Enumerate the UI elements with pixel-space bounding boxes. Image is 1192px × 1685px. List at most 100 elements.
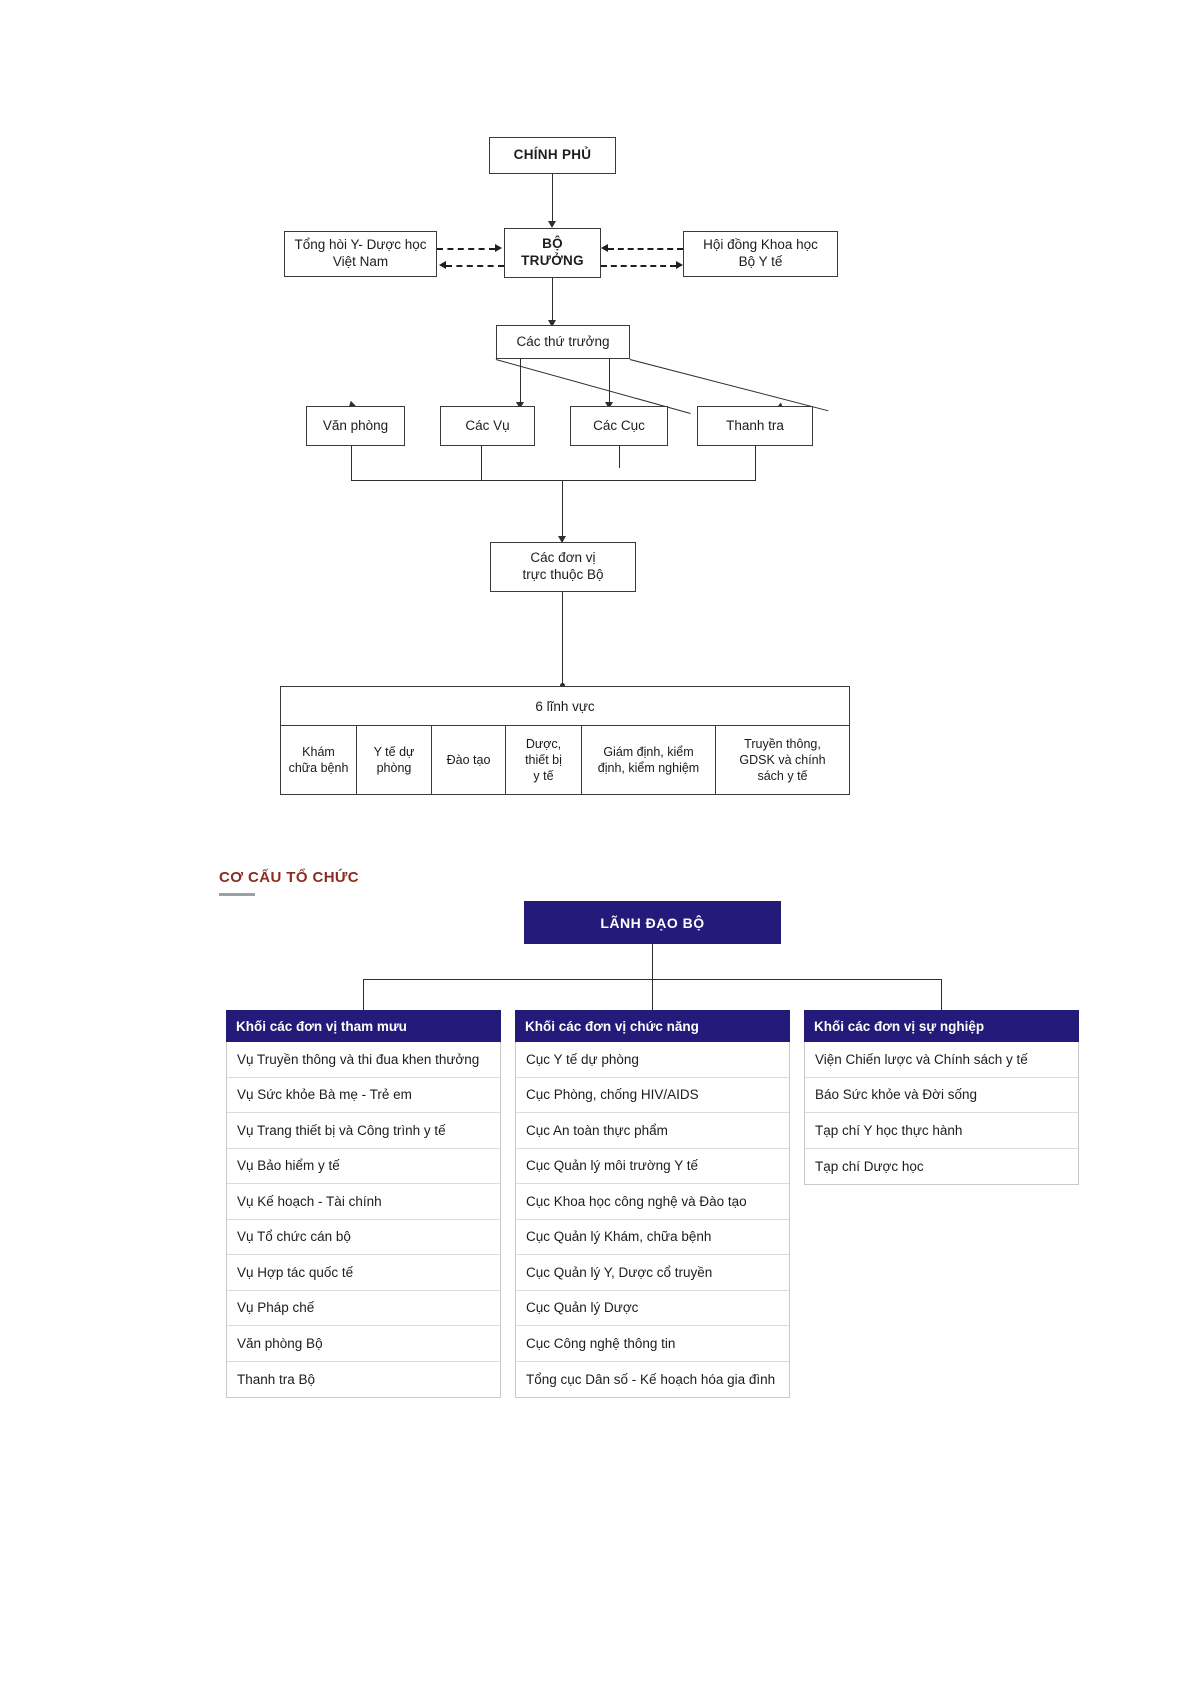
connector-bus-to-column-2	[941, 979, 942, 1010]
box-minister-label-line1: BỘ	[542, 236, 563, 252]
connector-bus-to-affiliated	[562, 480, 563, 542]
list-item[interactable]: Cục Quản lý Y, Dược cổ truyền	[516, 1255, 789, 1291]
box-unit-0-label: Văn phòng	[322, 417, 389, 433]
connector-bus-to-column-0	[363, 979, 364, 1010]
list-item[interactable]: Cục Quản lý Dược	[516, 1291, 789, 1326]
list-item[interactable]: Cục Phòng, chống HIV/AIDS	[516, 1078, 789, 1113]
column-1-header: Khối các đơn vị chức năng	[515, 1010, 790, 1042]
connector-unit-3-down	[755, 446, 756, 480]
six-domain-1-line1: Y tế dự	[373, 744, 415, 759]
arrow-association-to-minister	[495, 244, 502, 252]
column-0-header: Khối các đơn vị tham mưu	[226, 1010, 501, 1042]
six-domain-5-line1: Truyền thông,	[744, 736, 821, 751]
box-unit-2: Các Cục	[570, 406, 668, 446]
arrow-minister-to-vice	[548, 320, 556, 327]
six-domain-4-line2: định, kiểm nghiệm	[597, 761, 700, 775]
list-item[interactable]: Cục Quản lý môi trường Y tế	[516, 1149, 789, 1184]
list-item[interactable]: Tổng cục Dân số - Kế hoạch hóa gia đình	[526, 1371, 776, 1387]
science-council-label-line2: Bộ Y tế	[738, 254, 783, 269]
six-domain-cell-1: Y tế dự phòng	[357, 726, 432, 794]
arrow-vice-to-caccuc	[605, 402, 613, 409]
six-domain-2-line1: Đào tạo	[446, 752, 491, 767]
list-item[interactable]: Văn phòng Bộ	[227, 1326, 500, 1362]
connector-leadership-down	[652, 944, 653, 979]
column-advisory-units: Khối các đơn vị tham mưu Vụ Truyền thông…	[226, 1010, 501, 1398]
list-item[interactable]: Cục Công nghệ thông tin	[516, 1326, 789, 1362]
list-item[interactable]: Vụ Bảo hiểm y tế	[227, 1149, 500, 1184]
box-minister-label-line2: TRƯỞNG	[521, 253, 584, 268]
box-ministry-leadership: LÃNH ĐẠO BỘ	[524, 901, 781, 944]
list-item[interactable]: Vụ Truyền thông và thi đua khen thưởng	[227, 1042, 500, 1078]
column-2-header: Khối các đơn vị sự nghiệp	[804, 1010, 1079, 1042]
list-item[interactable]: Cục Khoa học công nghệ và Đào tạo	[516, 1184, 789, 1220]
box-medical-pharmaceutical-association: Tổng hòi Y- Dược học Việt Nam	[284, 231, 437, 277]
six-domain-cell-5: Truyền thông, GDSK và chính sách y tế	[716, 726, 849, 794]
list-item[interactable]: Vụ Pháp chế	[227, 1291, 500, 1326]
six-domain-3-line1: Dược,	[525, 736, 562, 751]
list-item[interactable]: Viện Chiến lược và Chính sách y tế	[805, 1042, 1078, 1078]
list-item[interactable]: Báo Sức khỏe và Đời sống	[805, 1078, 1078, 1113]
connector-vice-to-caccuc	[609, 359, 610, 410]
arrow-bus-to-affiliated	[558, 536, 566, 543]
list-item[interactable]: Vụ Sức khỏe Bà mẹ - Trẻ em	[227, 1078, 500, 1113]
list-item[interactable]: Vụ Kế hoạch - Tài chính	[227, 1184, 500, 1220]
list-item[interactable]: Vụ Hợp tác quốc tế	[227, 1255, 500, 1291]
six-domains-table: 6 lĩnh vực Khám chữa bệnh Y tế dự phòng …	[280, 686, 850, 795]
connector-minister-to-council	[601, 265, 676, 267]
box-unit-3-label: Thanh tra	[726, 417, 784, 433]
section-title-underline	[219, 893, 255, 896]
connector-unit-2-down	[619, 446, 620, 468]
arrow-government-to-minister	[548, 221, 556, 228]
association-label-line2: Việt Nam	[332, 254, 389, 269]
box-government: CHÍNH PHỦ	[489, 137, 616, 174]
association-label-line1: Tổng hòi Y- Dược học	[294, 237, 427, 253]
six-domain-1-line2: phòng	[376, 761, 412, 775]
connector-vice-to-cacvu	[520, 359, 521, 410]
connector-council-to-minister	[608, 248, 683, 250]
box-affiliated-units: Các đơn vị trực thuộc Bộ	[490, 542, 636, 592]
list-item[interactable]: Cục An toàn thực phẩm	[516, 1113, 789, 1149]
six-domains-row: Khám chữa bệnh Y tế dự phòng Đào tạo Dượ…	[281, 726, 849, 794]
box-unit-2-label: Các Cục	[593, 417, 645, 433]
column-2-list: Viện Chiến lược và Chính sách y tế Báo S…	[804, 1042, 1079, 1185]
six-domain-0-line1: Khám	[302, 744, 335, 759]
connector-unit-0-down	[351, 446, 352, 480]
box-science-council: Hội đồng Khoa học Bộ Y tế	[683, 231, 838, 277]
list-item[interactable]: Vụ Tổ chức cán bộ	[227, 1220, 500, 1255]
arrow-minister-to-council	[676, 261, 683, 269]
junction-dot-six-domains	[560, 683, 565, 688]
column-1-list: Cục Y tế dự phòng Cục Phòng, chống HIV/A…	[515, 1042, 790, 1398]
box-unit-0: Văn phòng	[306, 406, 405, 446]
box-unit-1: Các Vụ	[440, 406, 535, 446]
affiliated-label-line1: Các đơn vị	[530, 550, 596, 566]
page-title: CƠ CẤU TỔ CHỨC	[219, 869, 359, 886]
column-public-service-units: Khối các đơn vị sự nghiệp Viện Chiến lượ…	[804, 1010, 1079, 1185]
arrow-minister-to-association	[439, 261, 446, 269]
column-0-list: Vụ Truyền thông và thi đua khen thưởng V…	[226, 1042, 501, 1398]
box-vice-ministers: Các thứ trưởng	[496, 325, 630, 359]
box-minister: BỘ TRƯỞNG	[504, 228, 601, 278]
six-domain-3-line3: y tế	[533, 769, 554, 784]
column-functional-units: Khối các đơn vị chức năng Cục Y tế dự ph…	[515, 1010, 790, 1398]
box-unit-3: Thanh tra	[697, 406, 813, 446]
six-domain-cell-4: Giám định, kiểm định, kiểm nghiệm	[582, 726, 716, 794]
science-council-label-line1: Hội đồng Khoa học	[703, 237, 818, 253]
six-domain-4-line1: Giám định, kiểm	[603, 744, 694, 759]
list-item[interactable]: Vụ Trang thiết bị và Công trình y tế	[227, 1113, 500, 1149]
list-item[interactable]: Thanh tra Bộ	[237, 1371, 316, 1387]
list-item[interactable]: Cục Quản lý Khám, chữa bệnh	[516, 1220, 789, 1255]
box-ministry-leadership-label: LÃNH ĐẠO BỘ	[600, 914, 705, 931]
connector-government-to-minister	[552, 174, 553, 223]
six-domain-3-line2: thiết bị	[525, 752, 562, 767]
connector-association-to-minister	[437, 248, 495, 250]
six-domains-title: 6 lĩnh vực	[281, 687, 849, 726]
list-item[interactable]: Tạp chí Dược học	[815, 1158, 924, 1174]
list-item[interactable]: Tạp chí Y học thực hành	[805, 1113, 1078, 1149]
connector-unit-1-down	[481, 446, 482, 480]
arrow-council-to-minister	[601, 244, 608, 252]
box-government-label: CHÍNH PHỦ	[513, 147, 592, 163]
connector-bus-to-column-1	[652, 979, 653, 1010]
list-item[interactable]: Cục Y tế dự phòng	[516, 1042, 789, 1078]
six-domain-5-line2: GDSK và chính	[739, 752, 826, 767]
